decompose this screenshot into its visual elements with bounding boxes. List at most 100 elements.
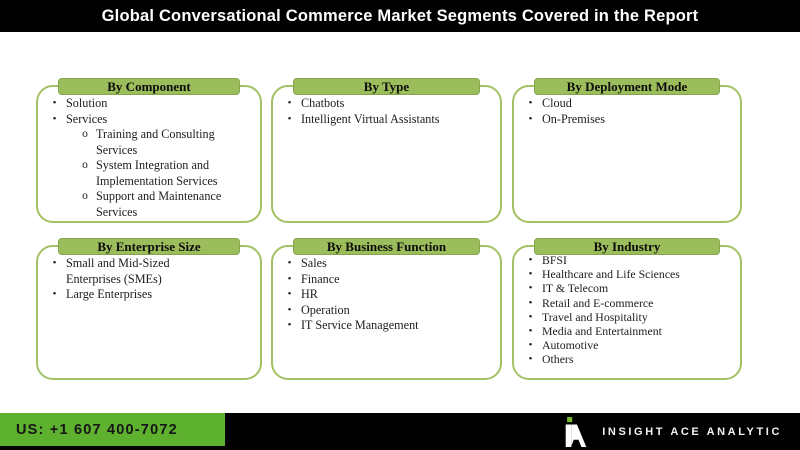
- segment-tab: By Enterprise Size: [57, 238, 240, 255]
- list-item-label: Cloud: [542, 96, 572, 110]
- bullet-icon: •: [287, 303, 292, 316]
- list-item: •IT Service Management: [273, 318, 492, 334]
- list-item-label: Operation: [301, 302, 350, 317]
- list-item-label: Chatbots: [301, 96, 345, 110]
- segment-box-type: By Type • Chatbots • Intelligent Virtual As…: [271, 78, 502, 223]
- list-item-label: Finance: [301, 271, 340, 286]
- bullet-icon: •: [52, 112, 57, 125]
- list-item: • Travel and Hospitality: [514, 310, 732, 324]
- list-item: • Automotive: [514, 338, 732, 352]
- segment-list: •BFSI•Healthcare and Life Sciences•IT & …: [514, 247, 740, 367]
- bullet-icon: •: [287, 288, 292, 300]
- brand-name: INSIGHT ACE ANALYTIC: [602, 425, 782, 438]
- list-item-label: Media and Entertainment: [542, 324, 662, 339]
- phone-number: US: +1 607 400-7072: [16, 421, 178, 438]
- list-item-label: Large Enterprises: [66, 287, 153, 301]
- insight-ace-logo-icon: [565, 416, 587, 447]
- brand-block: INSIGHT ACE ANALYTIC: [565, 413, 782, 450]
- segment-tab: By Business Function: [293, 238, 480, 255]
- segment-title: By Business Function: [326, 239, 447, 254]
- segment-title: By Type: [363, 79, 410, 94]
- bullet-icon: •: [287, 272, 292, 285]
- list-item: • Solution: [38, 96, 252, 112]
- list-item: • Cloud: [514, 96, 732, 112]
- bullet-icon: •: [528, 97, 533, 109]
- list-item-label: Support and Maintenance Services: [96, 189, 222, 219]
- list-item: • Services: [38, 112, 252, 128]
- circle-bullet-icon: o: [82, 128, 88, 140]
- list-item: • Finance: [273, 272, 492, 288]
- list-item-label: On-Premises: [542, 111, 605, 126]
- bullet-icon: •: [528, 325, 533, 338]
- segment-box-enterprise-size: By Enterprise Size • Small and Mid-Sized …: [36, 238, 262, 380]
- bullet-icon: •: [528, 353, 533, 366]
- segment-box-business-function: By Business Function • Sales • Finance • HR • O…: [271, 238, 502, 380]
- title-bar: Global Conversational Commerce Market Se…: [0, 0, 800, 32]
- list-item-label: Small and Mid-Sized Enterprises (SMEs): [66, 256, 170, 286]
- list-item-label: Retail and E-commerce: [542, 295, 654, 310]
- list-item-label: Healthcare and Life Sciences: [542, 267, 680, 282]
- list-item: • HR: [273, 287, 492, 303]
- segment-box-deployment-mode: By Deployment Mode • Cloud• On-Premises: [512, 78, 742, 223]
- list-item: • Others: [514, 352, 732, 366]
- list-item-label: Services: [66, 111, 108, 126]
- list-item: • Chatbots: [273, 96, 492, 112]
- list-item: • IT & Telecom: [514, 281, 732, 295]
- segment-list: • Sales • Finance • HR • Operation•IT Service M…: [273, 247, 500, 334]
- segment-list: • Chatbots • Intelligent Virtual Assistants: [273, 87, 500, 127]
- footer-bar: US: +1 607 400-7072 INSIGHT ACE ANALYTIC: [0, 413, 800, 450]
- bullet-icon: •: [528, 339, 533, 352]
- list-item-label: Others: [542, 352, 574, 367]
- list-item: • BFSI: [514, 253, 732, 267]
- list-item-label: IT & Telecom: [542, 281, 609, 296]
- bullet-icon: •: [287, 257, 292, 269]
- list-item: o Support and Maintenance Services: [38, 189, 252, 220]
- list-item: • Large Enterprises: [38, 287, 252, 303]
- list-item: o System Integration and Implementation S…: [38, 158, 252, 189]
- circle-bullet-icon: o: [82, 190, 88, 202]
- bullet-icon: •: [528, 296, 533, 309]
- segment-tab: By Deployment Mode: [534, 78, 720, 95]
- list-item: • Intelligent Virtual Assistants: [273, 112, 492, 128]
- segment-tab: By Type: [293, 78, 480, 95]
- bullet-icon: •: [287, 112, 292, 125]
- list-item: • Small and Mid-Sized Enterprises (SMEs): [38, 256, 252, 287]
- segment-title: By Component: [107, 79, 191, 94]
- bullet-icon: •: [528, 310, 533, 323]
- bullet-icon: •: [52, 97, 57, 109]
- segment-title: By Industry: [593, 239, 661, 254]
- list-item: • Media and Entertainment: [514, 324, 732, 338]
- circle-bullet-icon: o: [82, 159, 88, 171]
- list-item-label: Intelligent Virtual Assistants: [301, 111, 440, 126]
- segment-box-component: By Component • Solution • Services o Training…: [36, 78, 262, 223]
- page-title: Global Conversational Commerce Market Se…: [101, 6, 699, 25]
- segment-title: By Deployment Mode: [566, 79, 688, 94]
- bullet-icon: •: [528, 282, 533, 295]
- phone-banner: US: +1 607 400-7072: [0, 413, 225, 446]
- list-item: • Retail and E-commerce: [514, 296, 732, 310]
- segment-box-industry: By Industry •BFSI•Healthcare and Life Sc…: [512, 238, 742, 380]
- list-item: o Training and Consulting Services: [38, 127, 252, 158]
- list-item-label: Sales: [301, 256, 327, 270]
- bullet-icon: •: [52, 288, 57, 300]
- list-item-label: BFSI: [542, 253, 567, 267]
- segment-list: • Cloud• On-Premises: [514, 87, 740, 127]
- list-item-label: IT Service Management: [301, 318, 419, 332]
- list-item-label: HR: [301, 287, 318, 301]
- segment-tab: By Industry: [534, 238, 720, 255]
- list-item: •Healthcare and Life Sciences: [514, 267, 732, 281]
- list-item-label: Travel and Hospitality: [542, 309, 648, 324]
- segment-list: • Solution • Services o Training and Consulti…: [38, 87, 260, 220]
- segment-title: By Enterprise Size: [97, 239, 201, 254]
- list-item-label: Solution: [66, 96, 108, 110]
- segment-list: •Small and Mid-Sized Enterprises (SMEs)•…: [38, 247, 260, 303]
- list-item-label: Training and Consulting Services: [96, 127, 215, 157]
- bullet-icon: •: [287, 97, 292, 109]
- list-item-label: System Integration and Implementation Se…: [96, 158, 218, 188]
- list-item: • Operation: [273, 303, 492, 319]
- segment-tab: By Component: [57, 78, 240, 95]
- bullet-icon: •: [528, 254, 533, 266]
- list-item-label: Automotive: [542, 338, 599, 353]
- bullet-icon: •: [52, 257, 57, 269]
